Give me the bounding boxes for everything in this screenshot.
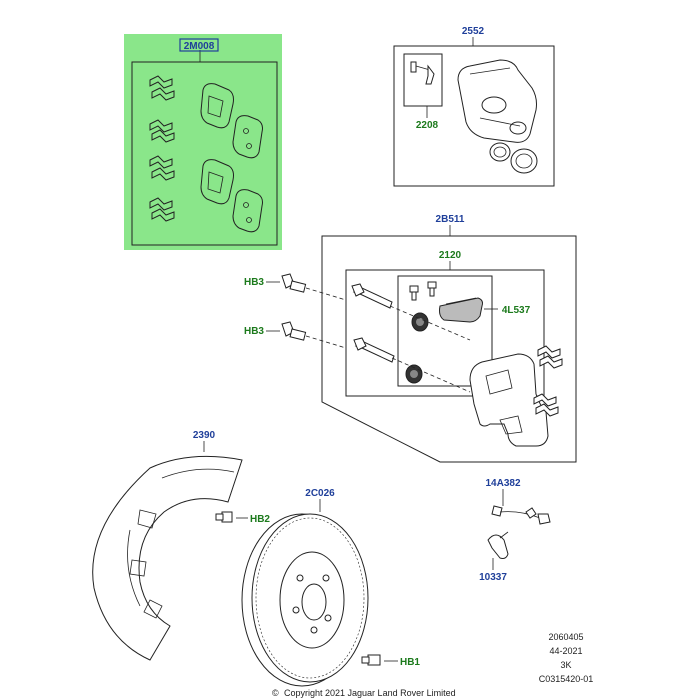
bracket-clip: [537, 345, 563, 369]
dust-shield-label[interactable]: 2390: [193, 430, 216, 441]
brake-pad: [232, 115, 263, 159]
piston-seal: [489, 142, 511, 162]
hb3-upper-label[interactable]: HB3: [244, 277, 264, 288]
disc-label[interactable]: 2C026: [305, 488, 335, 499]
wear-sensor-label[interactable]: 14A382: [485, 478, 520, 489]
brake-pad: [200, 159, 234, 205]
brake-pad-kit-panel[interactable]: 2M008: [124, 34, 282, 250]
caliper-frame: [393, 45, 555, 187]
pad-kit-frame: [131, 61, 278, 246]
wear-sensor-group[interactable]: 14A382 10337: [479, 478, 551, 583]
pad-kit-label-box: [179, 38, 219, 52]
caliper-body: [457, 59, 537, 143]
pad-kit-label[interactable]: 2M008: [184, 41, 215, 52]
pad-retainer-label[interactable]: 4L537: [502, 305, 531, 316]
shield-bolt-label[interactable]: HB2: [250, 514, 270, 525]
carrier-kit-label[interactable]: 2120: [439, 250, 462, 261]
pad-clip: [149, 155, 175, 181]
caliper-bracket: [469, 353, 549, 447]
brake-pad: [200, 83, 234, 129]
bleed-screw: [410, 61, 435, 85]
footer-ref-3: 3K: [560, 660, 571, 670]
hb3-lower-group[interactable]: HB3: [244, 321, 307, 341]
disc-bolt-label[interactable]: HB1: [400, 657, 420, 668]
wear-sensor: [491, 505, 551, 525]
caliper-group[interactable]: 2552 2208: [393, 26, 555, 187]
disc-bolt: [361, 654, 381, 666]
pad-retainer: [439, 297, 483, 323]
caliper-label[interactable]: 2552: [462, 26, 485, 37]
footer-ref-2: 44-2021: [549, 646, 582, 656]
carrier-kit-frame: [345, 269, 545, 397]
carrier-assembly-frame: [321, 235, 577, 463]
brake-pad: [232, 189, 263, 233]
small-bolt: [409, 285, 419, 301]
piston: [510, 148, 538, 174]
small-bolt: [427, 281, 437, 297]
pad-clip: [149, 75, 175, 101]
shield-bolt: [215, 511, 233, 523]
copyright-symbol: ©: [272, 688, 279, 698]
guide-pin-bolt: [351, 283, 393, 309]
bolt-kit-frame: [403, 53, 443, 107]
bracket-clip: [533, 393, 559, 417]
hb3-lower-label[interactable]: HB3: [244, 326, 264, 337]
footer-ref-1: 2060405: [548, 632, 583, 642]
copyright-text: Copyright 2021 Jaguar Land Rover Limited: [284, 688, 456, 698]
footer-refs: 2060405 44-2021 3K C0315420-01: [539, 632, 594, 684]
footer-ref-4: C0315420-01: [539, 674, 594, 684]
bolt-kit-label[interactable]: 2208: [416, 120, 439, 131]
dust-shield: [92, 455, 243, 661]
dust-shield-group[interactable]: 2390 HB2: [92, 430, 271, 661]
pad-clip: [149, 119, 175, 143]
sensor-clip-label[interactable]: 10337: [479, 572, 507, 583]
guide-pin-bolt: [353, 337, 395, 363]
bushing-frame: [397, 275, 493, 387]
carrier-assembly-group[interactable]: 2B511 2120: [305, 214, 577, 463]
hex-bolt: [281, 321, 307, 341]
copyright: © Copyright 2021 Jaguar Land Rover Limit…: [272, 688, 456, 698]
bushing: [411, 312, 429, 332]
brake-disc-group[interactable]: 2C026 HB1: [241, 488, 420, 687]
hex-bolt: [281, 273, 307, 293]
brake-disc: [241, 513, 369, 687]
sensor-clip: [487, 531, 509, 559]
pad-clip: [149, 197, 175, 222]
hb3-upper-group[interactable]: HB3: [244, 273, 307, 293]
carrier-assembly-label[interactable]: 2B511: [436, 214, 465, 225]
